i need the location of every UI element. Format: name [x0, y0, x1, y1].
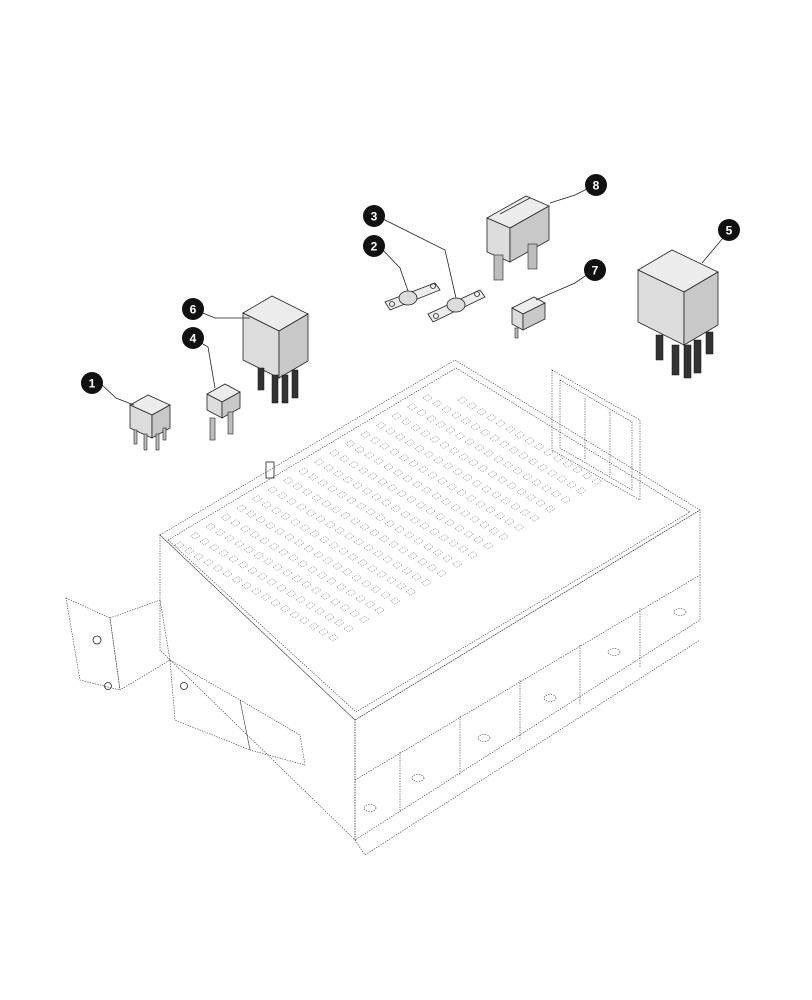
callout-6: 6 — [182, 298, 204, 320]
callout-4: 4 — [182, 327, 204, 349]
callout-7: 7 — [584, 259, 606, 281]
svg-text:5: 5 — [726, 224, 733, 238]
callout-8: 8 — [585, 174, 607, 196]
callout-3: 3 — [363, 205, 385, 227]
part-4-mini-fuse — [206, 383, 241, 441]
svg-text:8: 8 — [593, 179, 600, 193]
svg-text:7: 7 — [592, 264, 599, 278]
svg-text:1: 1 — [89, 377, 96, 391]
part-3-strip-fuse — [427, 289, 486, 323]
part-7-small-fuse — [511, 296, 546, 339]
svg-text:2: 2 — [371, 240, 378, 254]
part-1-micro-relay — [129, 394, 171, 451]
callout-2: 2 — [363, 235, 385, 257]
callout-1: 1 — [81, 372, 103, 394]
fuse-box-housing — [65, 359, 701, 856]
callout-5: 5 — [718, 219, 740, 241]
part-6-relay — [242, 295, 309, 404]
svg-text:4: 4 — [190, 332, 197, 346]
svg-text:6: 6 — [190, 303, 197, 317]
part-8-maxi-fuse — [486, 195, 550, 281]
part-5-large-relay — [637, 249, 719, 379]
socket-grid — [174, 394, 602, 642]
part-2-strip-fuse — [384, 282, 441, 311]
svg-text:3: 3 — [371, 210, 378, 224]
